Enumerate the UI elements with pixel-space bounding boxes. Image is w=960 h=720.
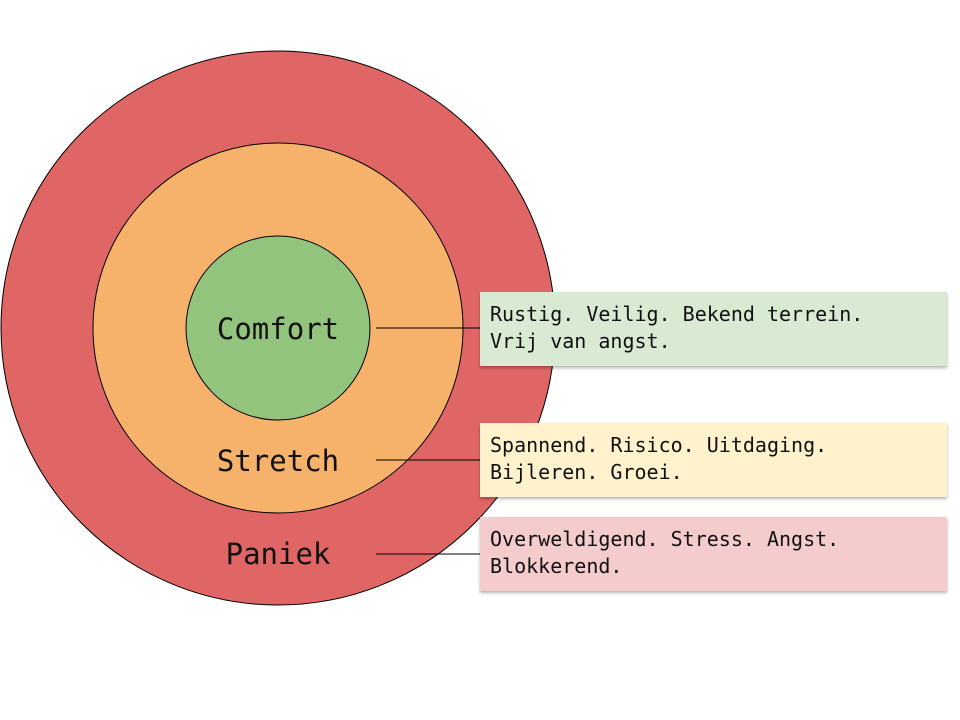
panic-zone-label: Paniek xyxy=(226,537,331,571)
comfort-description-line-1: Rustig. Veilig. Bekend terrein. xyxy=(490,302,864,326)
panic-description-line-2: Blokkerend. xyxy=(490,554,623,578)
comfort-description-box: Rustig. Veilig. Bekend terrein. Vrij van… xyxy=(480,292,947,366)
stretch-description-box: Spannend. Risico. Uitdaging. Bijleren. G… xyxy=(480,423,947,497)
comfort-zone-circle xyxy=(185,235,371,421)
stretch-description-line-2: Bijleren. Groei. xyxy=(490,460,683,484)
panic-description-line-1: Overweldigend. Stress. Angst. xyxy=(490,527,840,551)
stretch-zone-label: Stretch xyxy=(217,444,339,478)
panic-description-box: Overweldigend. Stress. Angst. Blokkerend… xyxy=(480,517,947,591)
comfort-description-line-2: Vrij van angst. xyxy=(490,329,671,353)
comfort-zone-label: Comfort xyxy=(217,312,339,346)
stretch-description-line-1: Spannend. Risico. Uitdaging. xyxy=(490,433,828,457)
